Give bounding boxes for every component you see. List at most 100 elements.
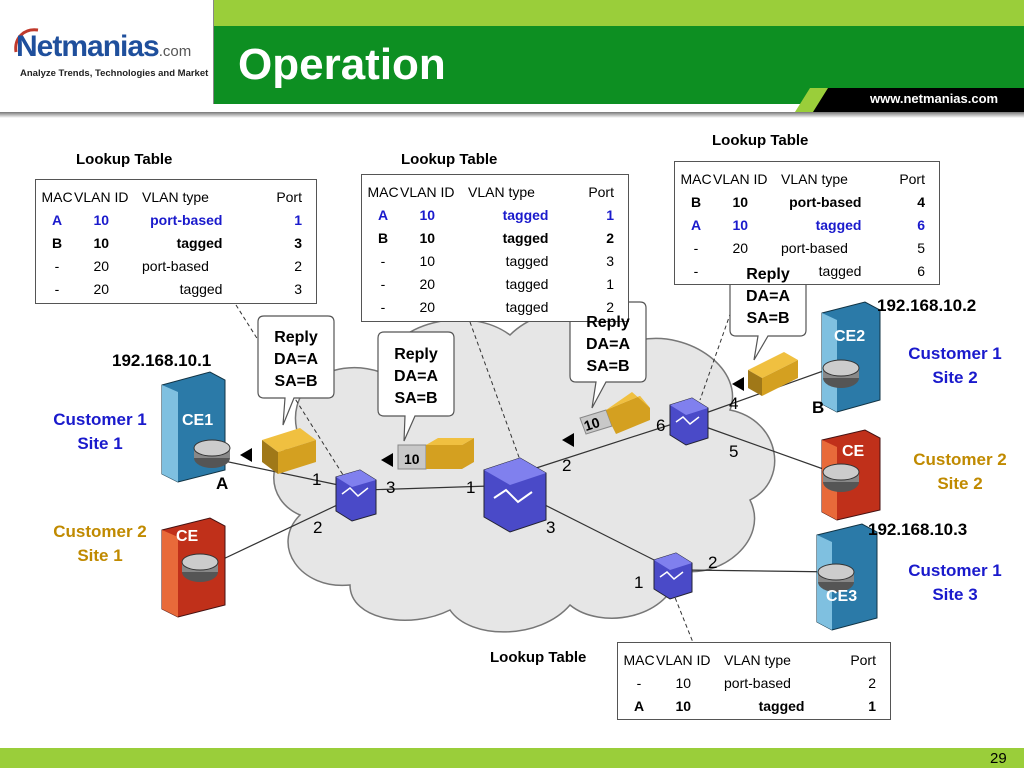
cell-vlan-type: tagged [505, 275, 549, 292]
customer-name: Customer 1 [908, 561, 1002, 580]
cell-vlan-type: port-based [150, 211, 223, 228]
cell-vlan-type: port-based [142, 257, 209, 274]
label-customer1-site2: Customer 1 Site 2 [896, 342, 1014, 390]
cell-mac: - [693, 262, 699, 279]
table-header-row: MAC VLAN ID VLAN type Port [366, 180, 624, 203]
cell-vlan-id: 10 [732, 216, 749, 233]
port-label: 3 [546, 518, 556, 537]
switch-left[interactable] [335, 469, 377, 522]
cell-mac: A [633, 697, 645, 714]
cell-mac: - [380, 275, 386, 292]
reply-callout-2: Reply DA=A SA=B [378, 344, 454, 410]
reply-da: DA=A [585, 336, 630, 353]
table-header-row: MAC VLAN ID VLAN type Port [40, 185, 312, 208]
customer-name: Customer 1 [908, 344, 1002, 363]
lookup-table-bottom: MAC VLAN ID VLAN type Port - 10 port-bas… [617, 642, 891, 720]
cell-vlan-id: 20 [93, 257, 110, 274]
ce-label-customer2-site2: CE [842, 443, 865, 460]
logo-swoosh-icon [14, 28, 39, 53]
lookup-table-left-title: Lookup Table [76, 151, 173, 168]
port-label: 2 [313, 518, 323, 537]
header-accent-bar [214, 0, 1024, 26]
cell-port: 1 [606, 206, 614, 223]
table-row: A 10 port-based 1 [40, 208, 312, 231]
reply-sa: SA=B [746, 310, 790, 327]
col-mac: MAC [680, 170, 712, 187]
label-customer1-site3: Customer 1 Site 3 [896, 559, 1014, 607]
router-ce3 [817, 563, 855, 592]
table-row: A 10 tagged 6 [679, 213, 935, 236]
site-name: Site 1 [77, 434, 123, 453]
port-label: 4 [729, 394, 739, 413]
url-banner [795, 88, 1024, 112]
label-customer2-site1: Customer 2 Site 1 [42, 520, 158, 568]
cell-mac: B [377, 229, 389, 246]
lookup-table-right-title: Lookup Table [712, 132, 809, 149]
logo: Netmanias.com [16, 30, 191, 64]
switch-core[interactable] [483, 457, 547, 533]
table-row: - 20 port-based 2 [40, 254, 312, 277]
cell-port: 1 [606, 275, 614, 292]
cell-port: 6 [917, 216, 925, 233]
reply-callout-1: Reply DA=A SA=B [258, 327, 334, 393]
cell-mac: A [690, 216, 702, 233]
customer-name: Customer 1 [53, 410, 147, 429]
cell-port: 3 [294, 234, 302, 251]
switch-right[interactable] [669, 397, 709, 446]
table-row: B 10 tagged 2 [366, 226, 624, 249]
cell-vlan-id: 10 [419, 229, 436, 246]
cell-mac: - [54, 280, 60, 297]
cell-vlan-id: 10 [93, 234, 110, 251]
page-number: 29 [990, 750, 1007, 767]
cell-vlan-id: 10 [419, 206, 436, 223]
customer-name: Customer 2 [53, 522, 147, 541]
reply-da: DA=A [393, 368, 438, 385]
reply-sa: SA=B [586, 358, 630, 375]
site-name: Site 3 [932, 585, 978, 604]
reply-callout-3: Reply DA=A SA=B [570, 312, 646, 378]
col-port: Port [899, 170, 925, 187]
lookup-table-left: MAC VLAN ID VLAN type Port A 10 port-bas… [35, 179, 317, 304]
cell-vlan-id: 10 [732, 193, 749, 210]
frame-untagged-right [748, 352, 798, 396]
switch-bottom[interactable] [653, 552, 693, 600]
frame-untagged-left [262, 428, 316, 474]
col-mac: MAC [41, 188, 73, 205]
site-url[interactable]: www.netmanias.com [870, 91, 999, 106]
cell-vlan-type: tagged [505, 298, 549, 315]
cell-vlan-id: 20 [732, 239, 749, 256]
logo-main: Netmanias [16, 30, 160, 63]
vlan-tag-label: 10 [404, 451, 420, 467]
reply-label: Reply [394, 346, 438, 363]
router-customer2-site1 [181, 553, 219, 582]
port-label: 6 [656, 416, 666, 435]
ip-site2: 192.168.10.2 [877, 296, 977, 315]
cell-mac: A [51, 211, 63, 228]
port-label: 2 [708, 553, 718, 572]
site-name: Site 2 [932, 368, 978, 387]
table-row: B 10 port-based 4 [679, 190, 935, 213]
table-row: - 10 tagged 3 [366, 249, 624, 272]
site-name: Site 2 [937, 474, 983, 493]
cell-port: 2 [294, 257, 302, 274]
cell-port: 2 [606, 229, 614, 246]
table-row: - 20 tagged 2 [366, 295, 624, 318]
host-a-label: A [216, 474, 229, 493]
logo-suffix: .com [158, 43, 192, 60]
site-name: Site 1 [77, 546, 123, 565]
reply-da: DA=A [745, 288, 790, 305]
port-label: 1 [312, 470, 322, 489]
reply-callout-4: Reply DA=A SA=B [730, 264, 806, 330]
cell-port: 4 [917, 193, 925, 210]
col-port: Port [850, 651, 876, 668]
cell-vlan-id: 10 [675, 674, 692, 691]
reply-sa: SA=B [274, 373, 318, 390]
cell-vlan-type: tagged [815, 216, 862, 233]
cell-port: 1 [294, 211, 302, 228]
cell-mac: - [380, 252, 386, 269]
ce3-label: CE3 [826, 588, 858, 605]
cell-vlan-id: 20 [419, 275, 436, 292]
cell-vlan-type: tagged [502, 206, 549, 223]
port-label: 1 [634, 573, 644, 592]
cell-port: 2 [868, 674, 876, 691]
